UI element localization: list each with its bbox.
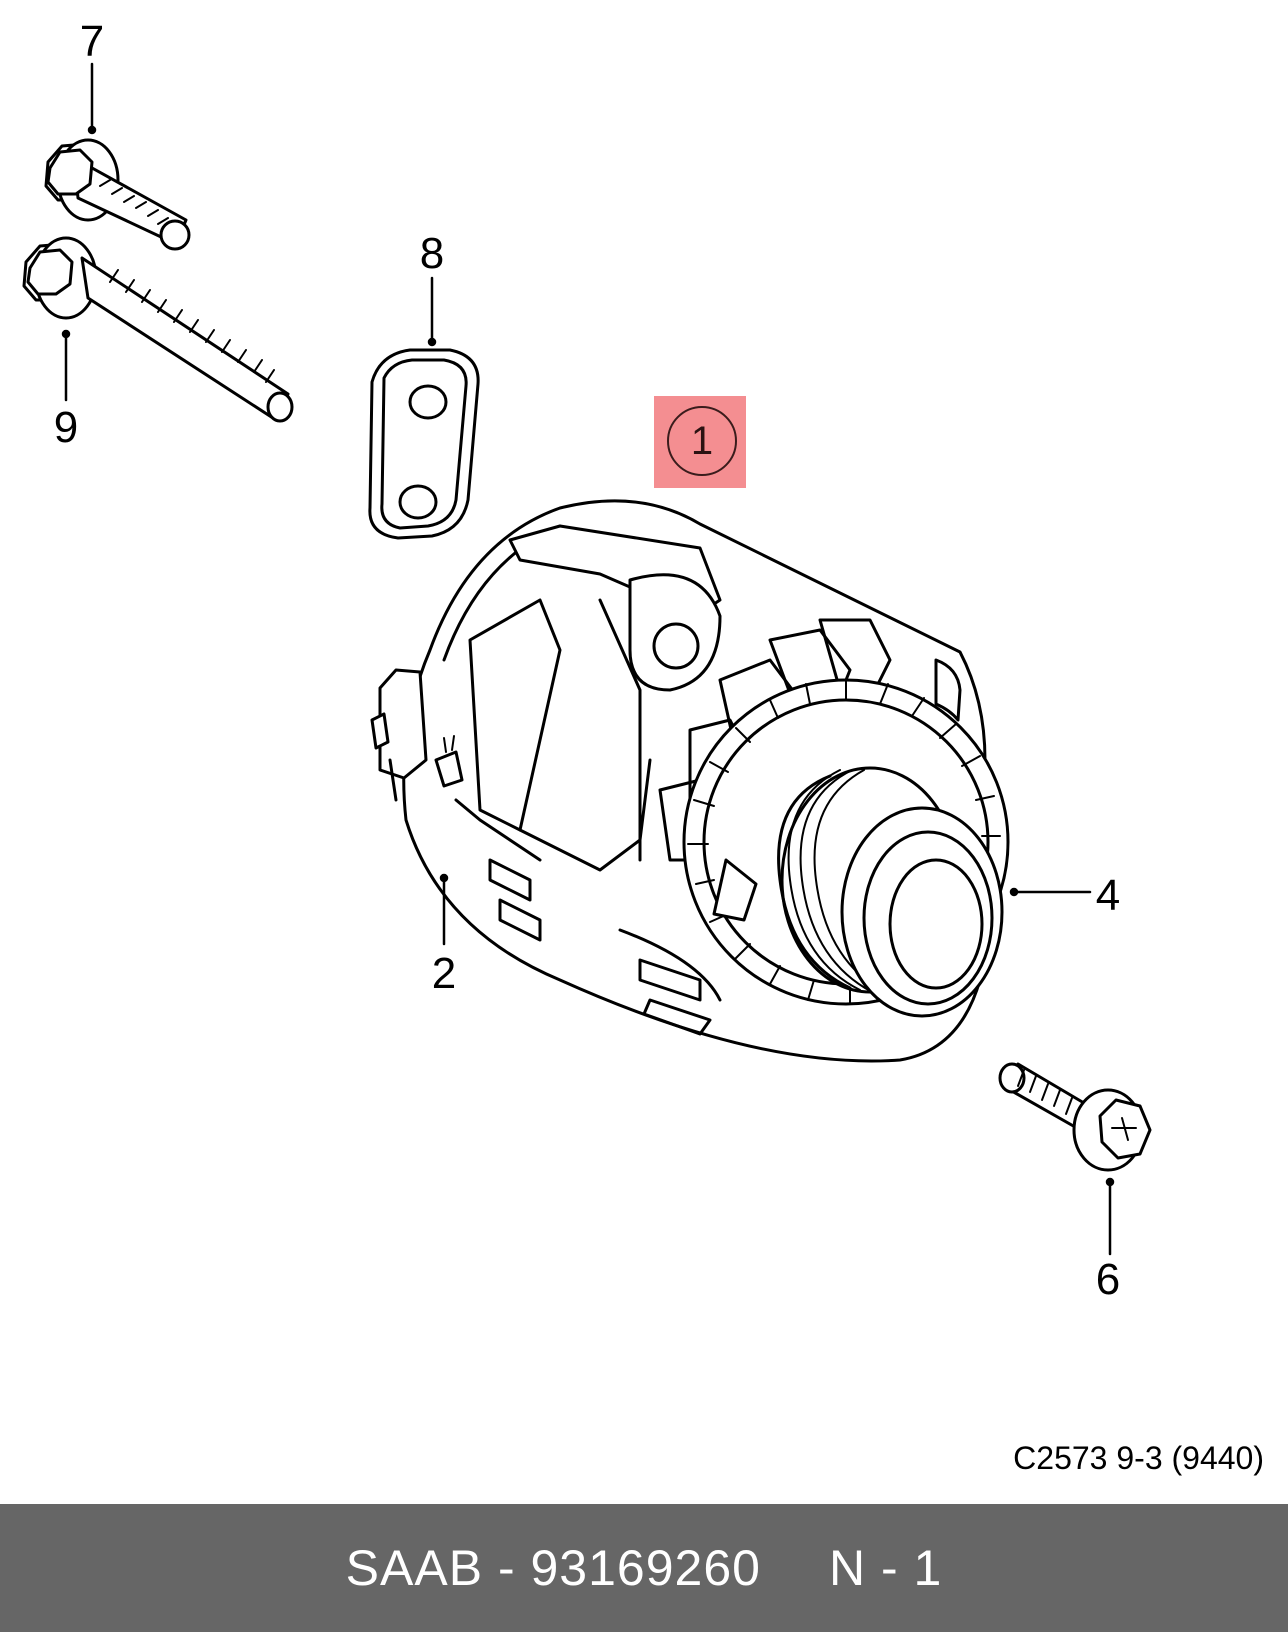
callout-2[interactable]: 2 [431, 949, 457, 998]
footer-bar: SAAB - 93169260 N - 1 [0, 1504, 1288, 1632]
diagram-reference-code: C2573 9-3 (9440) [1013, 1440, 1264, 1476]
callout-9[interactable]: 9 [53, 403, 79, 452]
bolt-9-drawing [22, 236, 294, 423]
leader-lines [61, 62, 1115, 1256]
alternator-1-drawing [370, 499, 1010, 1063]
callout-6[interactable]: 6 [1095, 1255, 1121, 1304]
callout-8[interactable]: 8 [419, 229, 445, 278]
footer-quantity: N - 1 [828, 1540, 943, 1596]
callout-1[interactable]: 1 [667, 406, 737, 476]
bolt-7-drawing [44, 138, 191, 251]
footer-brand-part: SAAB - 93169260 [345, 1540, 761, 1596]
bracket-8-drawing [368, 348, 480, 540]
callout-7[interactable]: 7 [79, 17, 105, 66]
callout-1-label: 1 [690, 418, 714, 463]
callout-4[interactable]: 4 [1095, 871, 1121, 920]
exploded-parts-diagram [22, 62, 1152, 1256]
bolt-6-drawing [998, 1062, 1152, 1172]
